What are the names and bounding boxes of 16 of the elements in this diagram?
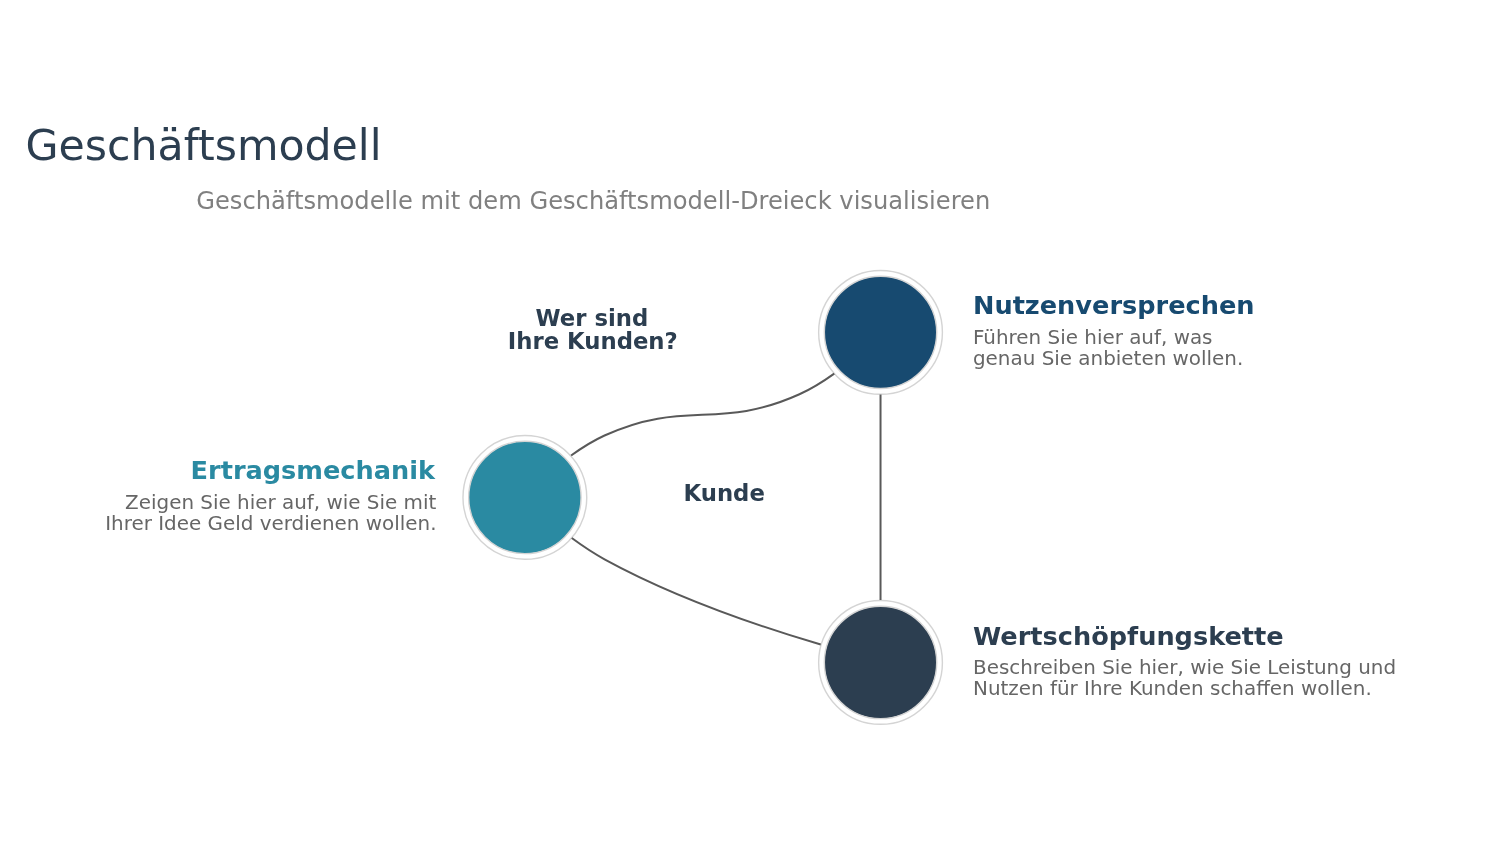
- node-circle: [462, 434, 588, 560]
- node-label: Führen Sie hier auf, was genau Sie anbieten wollen.: [973, 326, 1244, 371]
- connector: [879, 393, 882, 601]
- label: Geschäftsmodelle mit dem Geschäftsmodell-Dreieck visualisieren: [196, 187, 991, 216]
- label: Kunde: [683, 480, 765, 507]
- node-label: Ertragsmechanik: [190, 455, 436, 486]
- connector: [570, 372, 836, 457]
- connector: [570, 537, 822, 646]
- node-label: Beschreiben Sie hier, wie Sie Leistung und Nutzen für Ihre Kunden schaffen wollen.: [973, 656, 1397, 701]
- node-label: Nutzenversprechen: [973, 290, 1255, 321]
- diagram-title: Geschäftsmodell: [25, 119, 382, 170]
- node-label: Wertschöpfungskette: [973, 620, 1284, 651]
- label: Wer sind Ihre Kunden?: [507, 305, 678, 355]
- node-label: Zeigen Sie hier auf, wie Sie mit Ihrer Idee Geld verdienen wollen.: [105, 491, 437, 536]
- node-circle: [817, 269, 944, 395]
- node-circle: [817, 599, 944, 725]
